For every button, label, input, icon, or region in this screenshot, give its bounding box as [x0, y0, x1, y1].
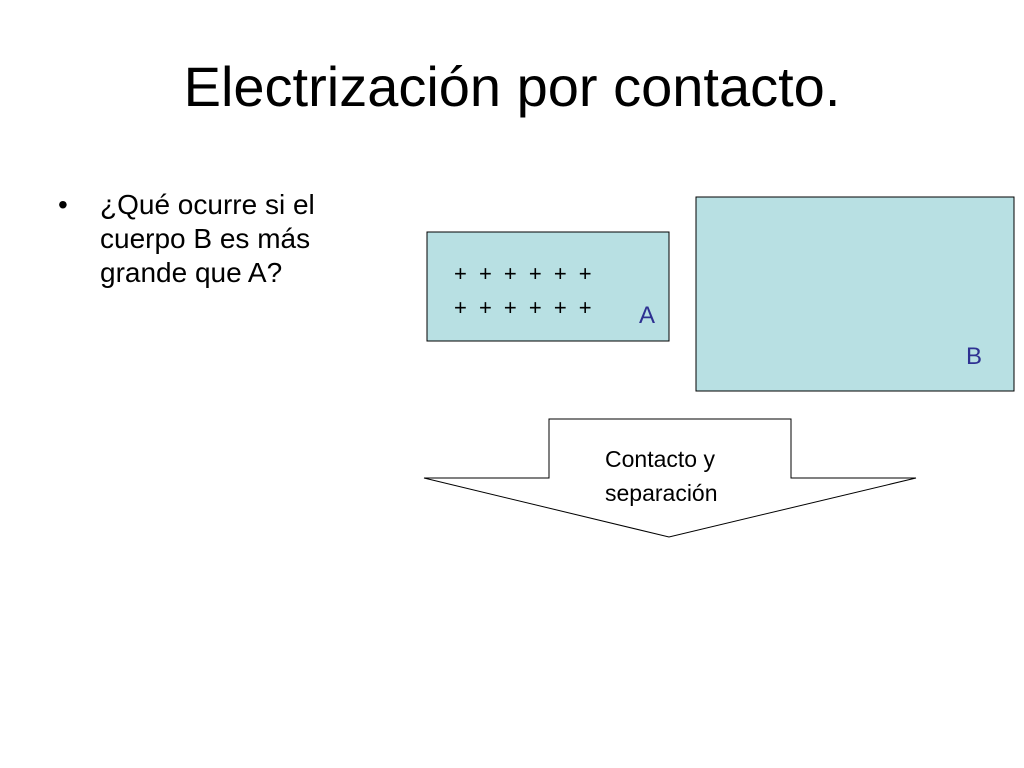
body-a-label: A [639, 302, 655, 329]
bullet-line: ¿Qué ocurre si el [100, 189, 315, 220]
bullet-list: • ¿Qué ocurre si el cuerpo B es más gran… [58, 188, 398, 290]
bullet-line: cuerpo B es más [100, 223, 311, 254]
bullet-item: • ¿Qué ocurre si el cuerpo B es más gran… [58, 188, 398, 290]
bullet-dot: • [58, 189, 68, 220]
body-b-rect [695, 196, 1015, 392]
body-a-charge-row: + + + + + + [454, 261, 592, 286]
bullet-line: grande que A? [100, 257, 283, 288]
arrow-text-line: Contacto y [605, 446, 715, 472]
body-a-rect [426, 231, 670, 342]
arrow-text-line: separación [605, 480, 718, 506]
body-b-label: B [966, 343, 982, 370]
down-arrow-shape [423, 418, 917, 538]
body-a-charge-row: + + + + + + [454, 295, 592, 320]
slide-title: Electrización por contacto. [183, 55, 841, 118]
